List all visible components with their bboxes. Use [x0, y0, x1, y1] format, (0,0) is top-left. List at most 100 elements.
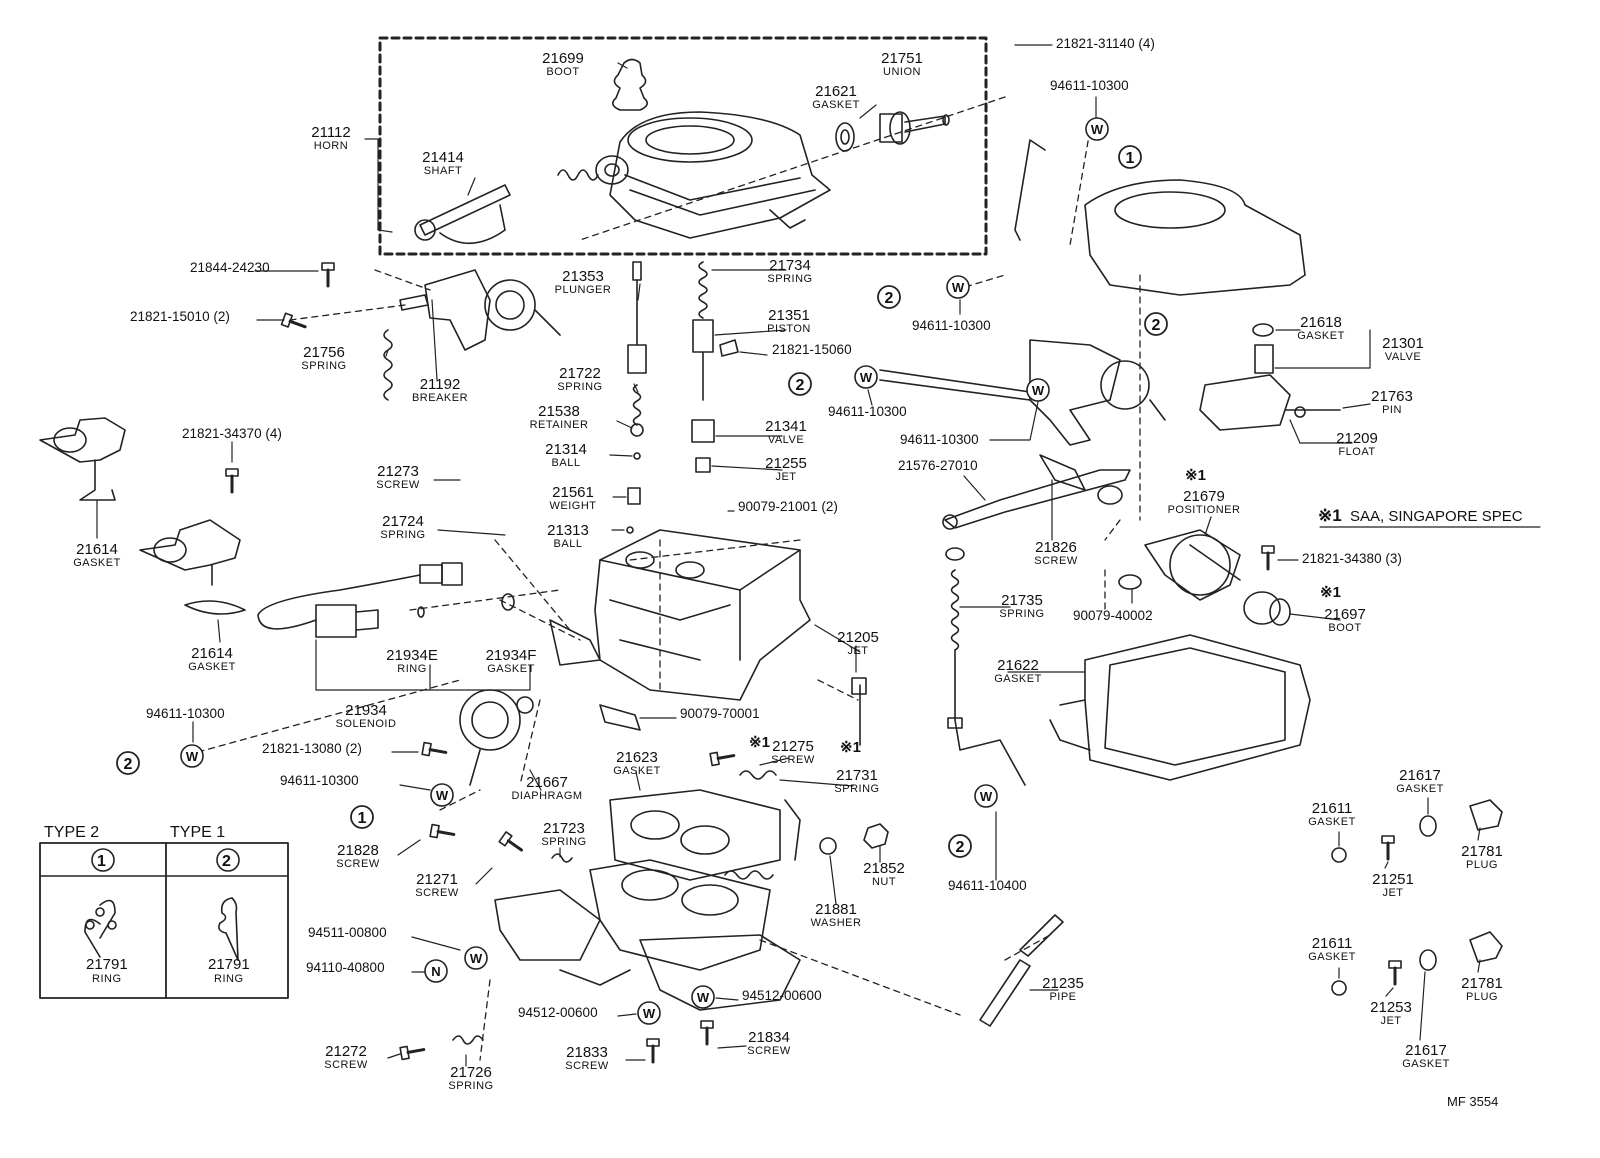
- part-description: JET: [1380, 1015, 1401, 1027]
- part-description: PLUG: [1466, 859, 1498, 871]
- part-number: 21271: [416, 871, 458, 888]
- part-description: GASKET: [613, 765, 661, 777]
- table-ring1-number: 21791: [86, 956, 128, 973]
- ring-type-marker: 2: [788, 372, 812, 396]
- hardware-part-number: 21821-34380 (3): [1302, 551, 1402, 566]
- choke-bracket-drawing: [39, 417, 246, 615]
- ring-type-marker-text: 1: [1126, 150, 1135, 167]
- part-description: SPRING: [834, 783, 879, 795]
- table-ring2-number: 21791: [208, 956, 250, 973]
- part-number: 21611: [1312, 935, 1353, 952]
- part-description: BOOT: [546, 66, 579, 78]
- diaphragm-drawing: [459, 689, 534, 786]
- washer-symbol-text: W: [1032, 383, 1045, 398]
- hardware-part-number: 21821-34370 (4): [182, 426, 282, 441]
- horn-body-drawing: [414, 58, 950, 245]
- assembly-guide-lines: [197, 96, 1141, 1061]
- table-type2-header: TYPE 2: [44, 824, 99, 841]
- table-ring1-name: RING: [92, 973, 122, 985]
- part-description: JET: [775, 471, 796, 483]
- ring-type-marker-text: 2: [956, 839, 965, 856]
- breaker-drawing: [383, 269, 561, 401]
- part-number: 21275: [772, 738, 814, 755]
- hardware-part-number: 94611-10300: [912, 318, 991, 333]
- hardware-part-number: 21821-13080 (2): [262, 741, 362, 756]
- washer-symbol-text: W: [436, 788, 449, 803]
- part-number: 21697: [1324, 606, 1366, 623]
- reference-part-numbers: 21821-31140 (4)94611-1030021844-24230218…: [130, 36, 1402, 1020]
- washer-symbol-text: W: [643, 1006, 656, 1021]
- part-description: VALVE: [1385, 351, 1421, 363]
- ring-type-marker-text: 2: [796, 377, 805, 394]
- spec-star-marks: ※1※1※1※1: [749, 467, 1341, 756]
- part-number: 21209: [1336, 430, 1378, 447]
- hardware-part-number: 21821-31140 (4): [1056, 36, 1155, 51]
- part-description: HORN: [314, 140, 348, 152]
- part-number: 21301: [1382, 335, 1424, 352]
- washer-symbol-text: W: [470, 951, 483, 966]
- part-description: SPRING: [301, 360, 346, 372]
- washer-symbol: W: [946, 275, 970, 299]
- washer-symbol: W: [854, 365, 878, 389]
- spec-star-mark: ※1: [1320, 584, 1341, 601]
- part-description: VALVE: [768, 434, 804, 446]
- part-number: 21414: [422, 149, 464, 166]
- part-description: GASKET: [1308, 816, 1356, 828]
- part-number: 21192: [420, 376, 461, 393]
- hardware-part-number: 21821-15060: [772, 342, 852, 357]
- ring-type-marker-text: 2: [885, 290, 894, 307]
- table-ring2-name: RING: [214, 973, 244, 985]
- table-type1-header: TYPE 1: [170, 824, 225, 841]
- plunger-piston-drawing: [626, 261, 739, 534]
- hardware-part-number: 90079-21001 (2): [738, 499, 838, 514]
- washer-symbol: W: [464, 946, 488, 970]
- part-description: SCREW: [747, 1045, 791, 1057]
- ring-type-marker: 2: [877, 285, 901, 309]
- carburetor-body-drawing: [549, 529, 811, 731]
- part-number: 21273: [377, 463, 419, 480]
- ring-type-marker: 1: [1118, 145, 1142, 169]
- part-description: BALL: [554, 538, 583, 550]
- spec-star-mark: ※1: [749, 734, 770, 751]
- part-number: 21611: [1312, 800, 1353, 817]
- part-number: 21621: [815, 83, 857, 100]
- part-number: 21852: [863, 860, 905, 877]
- hardware-part-number: 94611-10300: [828, 404, 907, 419]
- part-number: 21538: [538, 403, 580, 420]
- spec-note-text: SAA, SINGAPORE SPEC: [1350, 508, 1523, 525]
- part-description: GASKET: [1396, 783, 1444, 795]
- part-description: SPRING: [448, 1080, 493, 1092]
- part-labels: 21699BOOT21751UNION21621GASKET21112HORN2…: [73, 50, 1503, 1092]
- part-number: 21667: [526, 774, 568, 791]
- part-description: SCREW: [336, 858, 380, 870]
- hardware-part-number: 94110-40800: [306, 960, 385, 975]
- part-number: 21731: [836, 767, 878, 784]
- part-number: 21723: [543, 820, 585, 837]
- part-number: 21255: [765, 455, 807, 472]
- part-description: FLOAT: [1338, 446, 1375, 458]
- washer-symbol-text: N: [431, 964, 440, 979]
- part-number: 21253: [1370, 999, 1412, 1016]
- part-number: 21679: [1183, 488, 1225, 505]
